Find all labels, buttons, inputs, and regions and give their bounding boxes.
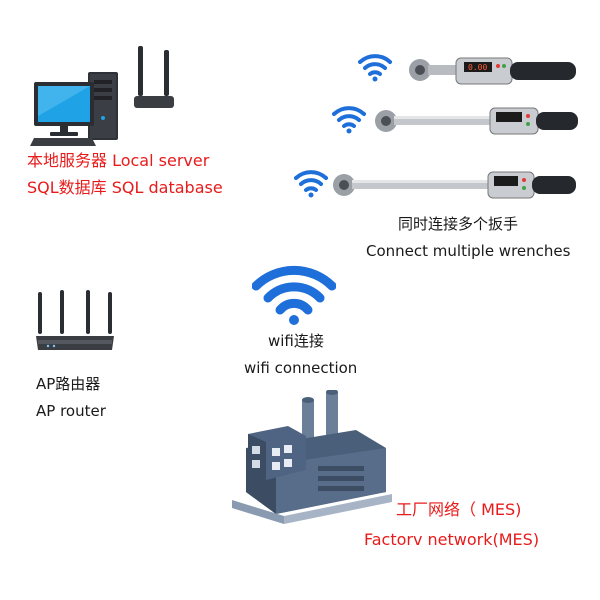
- torque-wrench-icon: [375, 107, 578, 135]
- wifi-label-line2: wifi connection: [244, 359, 358, 377]
- factory-icon: [232, 390, 392, 524]
- torque-wrench-icon: 0.00: [409, 57, 576, 85]
- wifi-signal-icon: [358, 54, 392, 82]
- svg-text:0.00: 0.00: [468, 63, 487, 72]
- router-label-line1: AP路由器: [36, 375, 101, 393]
- wifi-signal-icon: [332, 106, 366, 134]
- torque-wrench-icon: [333, 171, 576, 199]
- wrenches-label-line2: Connect multiple wrenches: [366, 242, 571, 260]
- wifi-signal-icon: [252, 265, 336, 325]
- wifi-signal-icon: [294, 170, 328, 198]
- desktop-computer-icon: [30, 72, 118, 146]
- router-icon: [36, 290, 114, 350]
- wifi-antenna-icon: [134, 46, 174, 108]
- server-label-line2: SQL数据库 SQL database: [27, 178, 223, 197]
- wrenches-label-line1: 同时连接多个扳手: [398, 215, 519, 233]
- router-label-line2: AP router: [36, 402, 106, 420]
- server-label-line1: 本地服务器 Local server: [27, 151, 210, 170]
- wifi-label-line1: wifi连接: [268, 332, 324, 350]
- factory-label-line1: 工厂网络（ MES): [396, 500, 522, 519]
- factory-label-line2: Factorv network(MES): [364, 530, 540, 549]
